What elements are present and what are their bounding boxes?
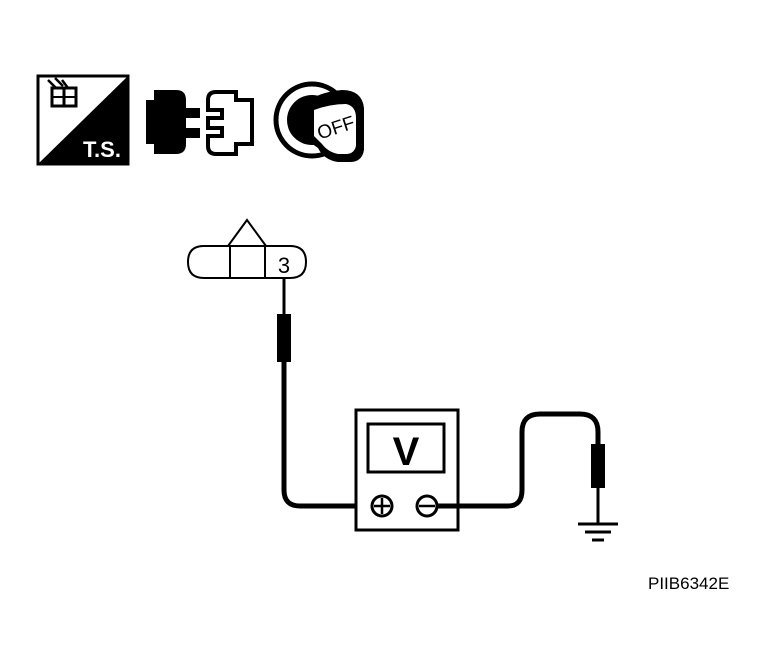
tester-probe-icon: T.S. xyxy=(36,74,130,166)
connector-disconnect-icon xyxy=(146,90,254,156)
negative-probe-lead xyxy=(437,411,605,524)
ignition-key-icon: OFF xyxy=(273,81,364,162)
positive-terminal-icon xyxy=(370,494,394,518)
ground-icon xyxy=(578,522,618,542)
voltmeter-display: V xyxy=(393,430,420,474)
terminal-number: 3 xyxy=(278,253,290,278)
figure-code: PIIB6342E xyxy=(648,574,730,593)
voltmeter: V xyxy=(354,408,460,532)
positive-probe-lead xyxy=(277,278,372,509)
harness-connector: 3 xyxy=(186,218,308,279)
negative-terminal-icon xyxy=(415,494,439,518)
tester-label: T.S. xyxy=(83,137,121,162)
